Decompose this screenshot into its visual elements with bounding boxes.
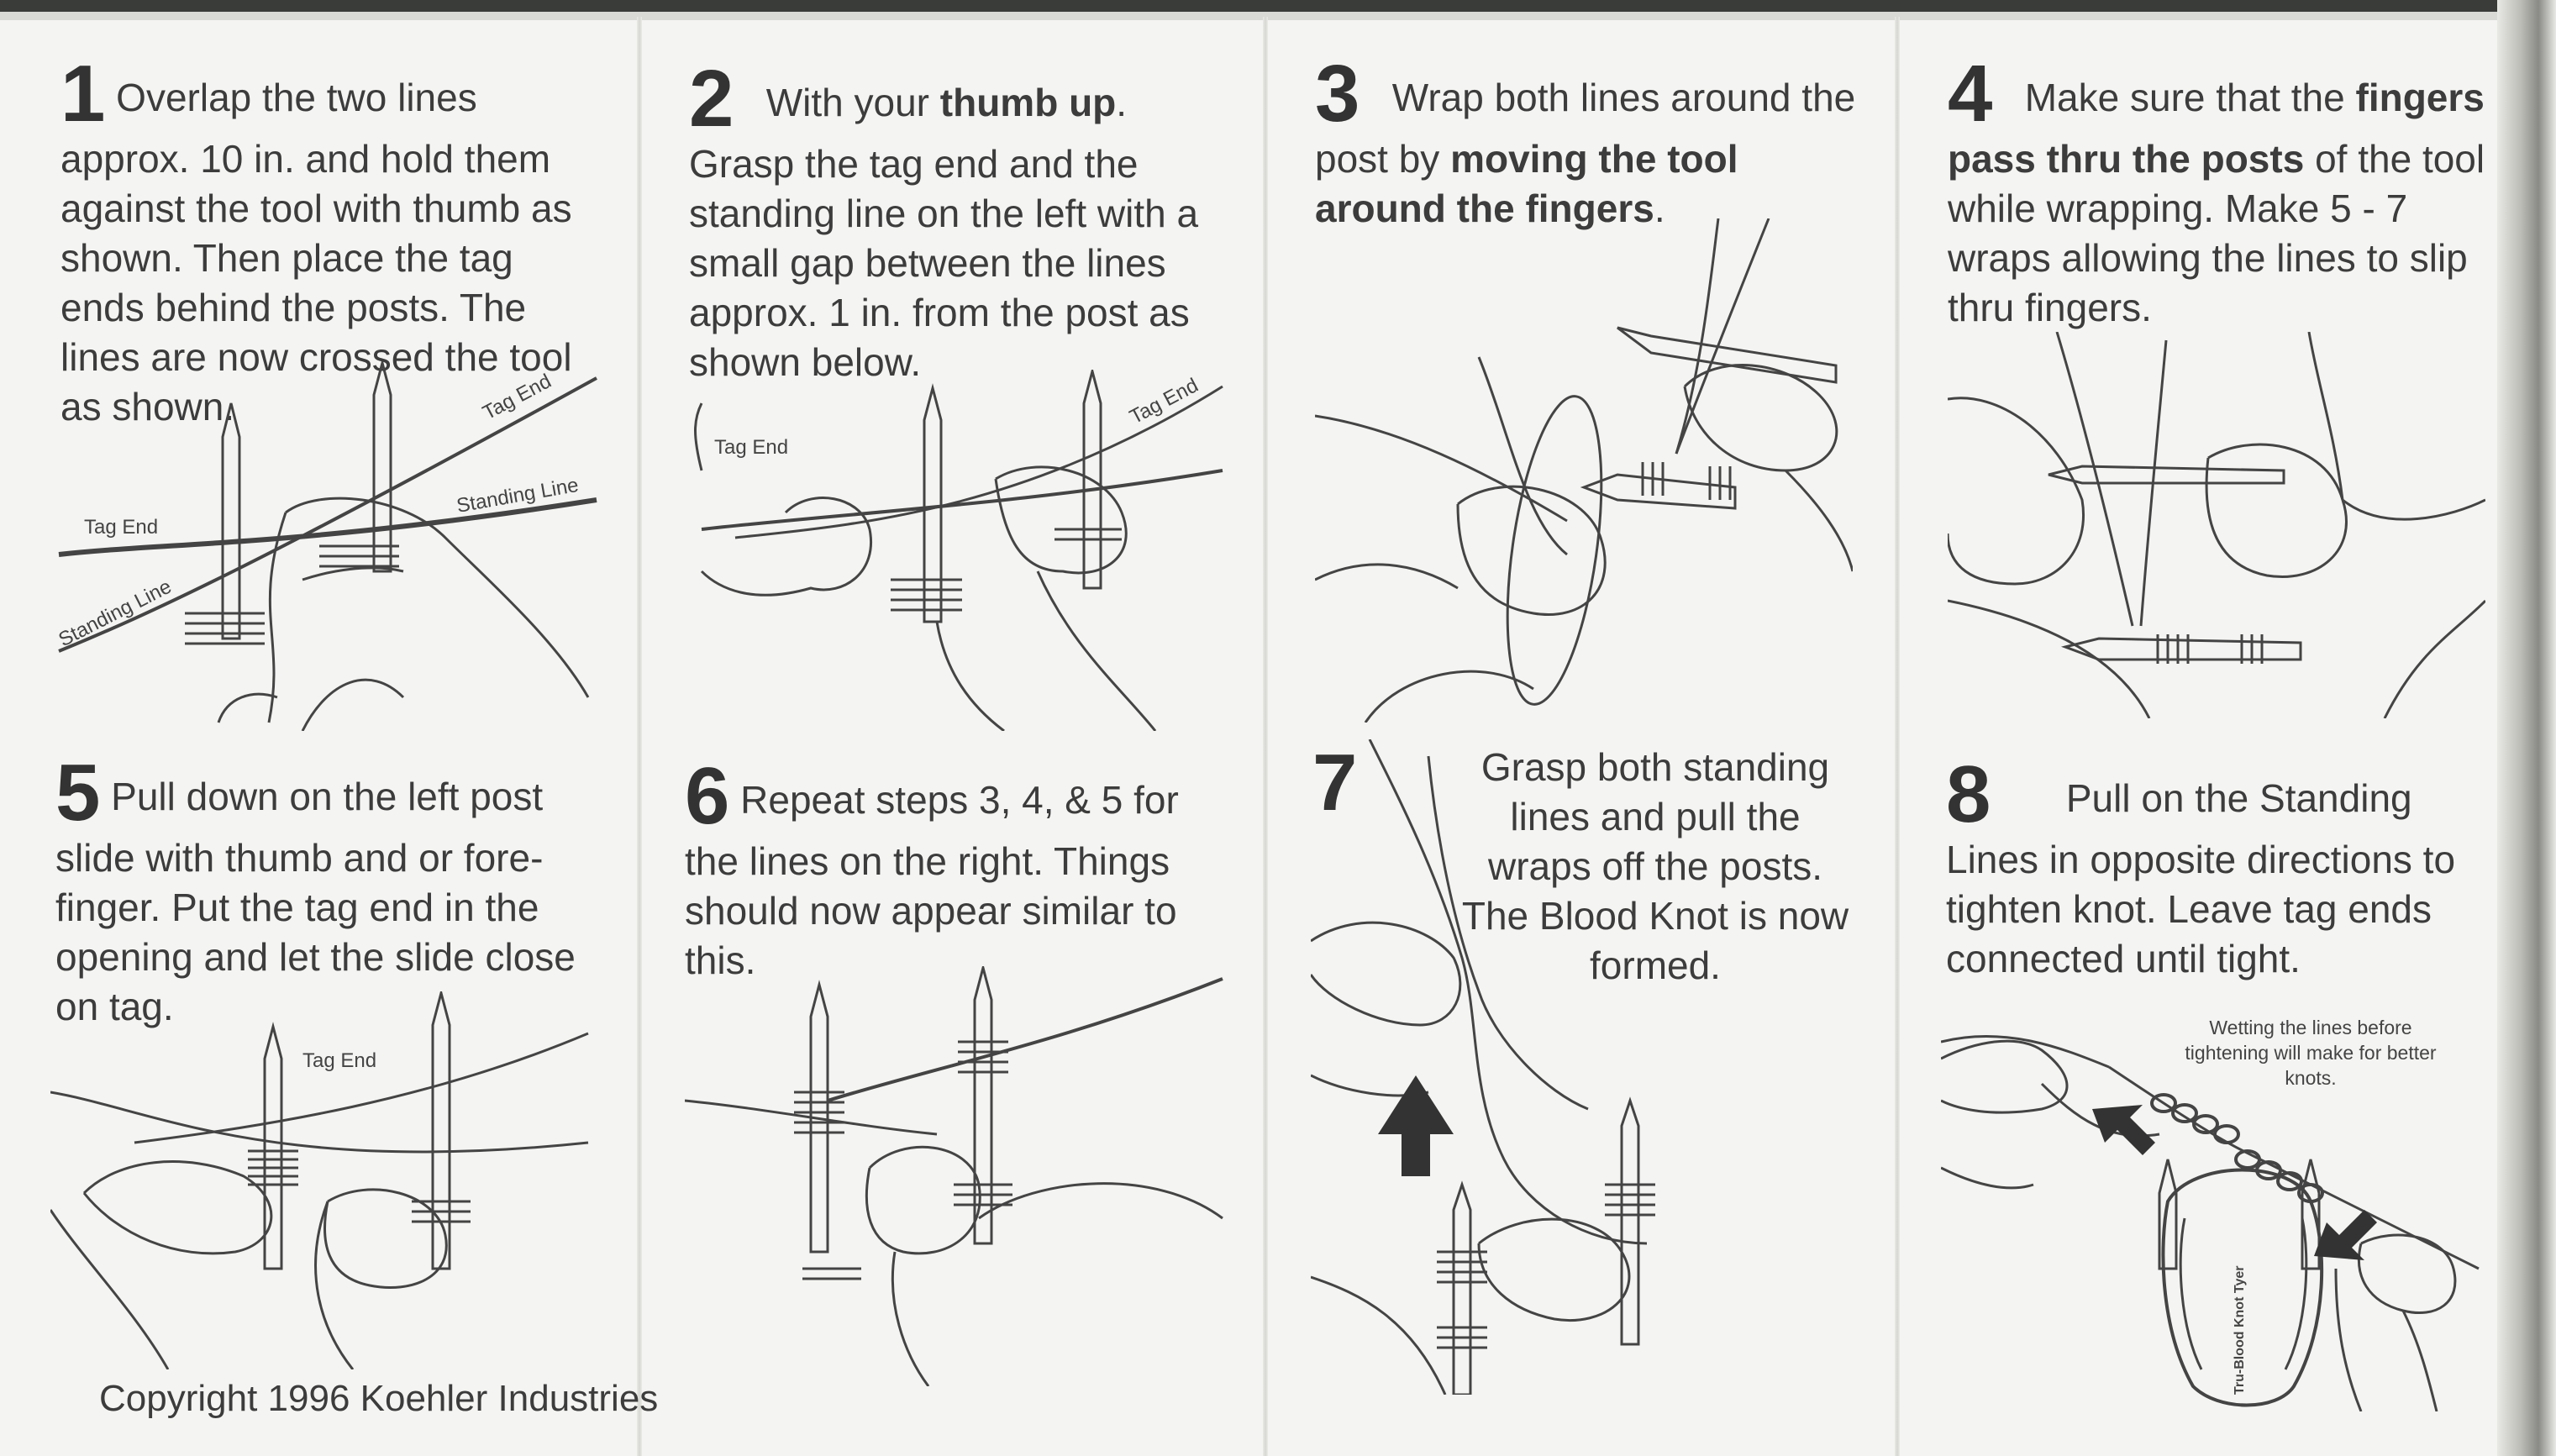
step-2-illustration: Tag End Tag End: [694, 370, 1223, 731]
step-2-label-tag-end-left: Tag End: [714, 436, 788, 459]
step-2-text-part: With your: [765, 81, 940, 124]
arrow-right-down-icon: [2314, 1210, 2377, 1260]
step-2-text-bold: thumb up: [939, 81, 1117, 124]
step-5-label-tag-end: Tag End: [302, 1049, 376, 1072]
step-1-number: 1: [60, 49, 106, 139]
step-7-illustration: [1311, 739, 1655, 1395]
step-8-number: 8: [1946, 749, 1991, 839]
step-4-text-part: of the tool while wrapping. Make 5 - 7 w…: [1948, 137, 2485, 329]
step-8-illustration: Tru-Blood Knot Tyer: [1941, 1035, 2480, 1411]
step-1-illustration: Tag End Tag End Standing Line Standing L…: [55, 361, 597, 731]
step-8-note-text: Wetting the lines before tightening will…: [2185, 1017, 2437, 1089]
panel-fold-1: [637, 17, 642, 1456]
step-4-number: 4: [1948, 49, 1993, 139]
step-3-text: 3 Wrap both lines around the post by mov…: [1315, 54, 1870, 234]
step-8-text: 8 Pull on the Standing Lines in opposite…: [1946, 754, 2501, 984]
step-7-instructions: Grasp both standing lines and pull the w…: [1461, 745, 1849, 987]
arrow-left-up-icon: [2092, 1105, 2155, 1155]
step-1-text: 1 Overlap the two lines approx. 10 in. a…: [60, 54, 598, 432]
step-3-text-part: Wrap both lines around the post by: [1315, 76, 1856, 181]
step-8-tool-label: Tru-Blood Knot Tyer: [2233, 1266, 2247, 1395]
step-6-instructions: Repeat steps 3, 4, & 5 for the lines on …: [685, 778, 1179, 982]
scan-right-edge: [2497, 0, 2556, 1456]
step-2-text-part: . Grasp the tag end and the standing lin…: [689, 81, 1199, 384]
scan-top-border: [0, 0, 2556, 12]
step-4-text: 4 Make sure that the fingers pass thru t…: [1948, 54, 2502, 333]
step-2-text: 2 With your thumb up. Grasp the tag end …: [689, 59, 1227, 387]
step-6-text: 6 Repeat steps 3, 4, & 5 for the lines o…: [685, 756, 1239, 986]
copyright-footer: Copyright 1996 Koehler Industries: [99, 1378, 659, 1419]
step-8-instructions: Pull on the Standing Lines in opposite d…: [1946, 776, 2456, 980]
step-5-text: 5 Pull down on the left post slide with …: [55, 753, 610, 1032]
step-4-text-part: Make sure that the: [2024, 76, 2356, 119]
step-5-number: 5: [55, 748, 101, 838]
step-3-illustration: [1315, 218, 1853, 723]
step-5-illustration: Tag End: [50, 991, 589, 1369]
step-1-label-tag-end-left: Tag End: [84, 516, 158, 539]
panel-fold-3: [1895, 17, 1900, 1456]
step-7-number: 7: [1312, 738, 1358, 828]
step-4-illustration: [1948, 332, 2485, 718]
step-6-illustration: [685, 966, 1223, 1386]
arrow-up-icon: [1378, 1075, 1454, 1176]
step-4-text-bold: fingers pass thru the posts: [1948, 76, 2485, 181]
step-7-text: Grasp both standing lines and pull the w…: [1454, 743, 1857, 991]
step-3-number: 3: [1315, 49, 1360, 139]
step-1-label-tag-end-right: Tag End: [479, 370, 555, 424]
scan-top-shadow: [0, 12, 2556, 20]
step-6-number: 6: [685, 751, 730, 841]
step-7-number-block: 7: [1312, 743, 1396, 823]
step-1-instructions: Overlap the two lines approx. 10 in. and…: [60, 76, 572, 428]
step-3-text-bold: moving the tool around the fingers: [1315, 137, 1738, 230]
step-5-instructions: Pull down on the left post slide with th…: [55, 775, 576, 1028]
panel-fold-2: [1263, 17, 1268, 1456]
step-3-text-part: .: [1654, 187, 1665, 230]
step-1-label-standing-line-left: Standing Line: [55, 576, 175, 652]
step-2-number: 2: [689, 54, 734, 144]
step-8-note: Wetting the lines before tightening will…: [2185, 1015, 2437, 1091]
